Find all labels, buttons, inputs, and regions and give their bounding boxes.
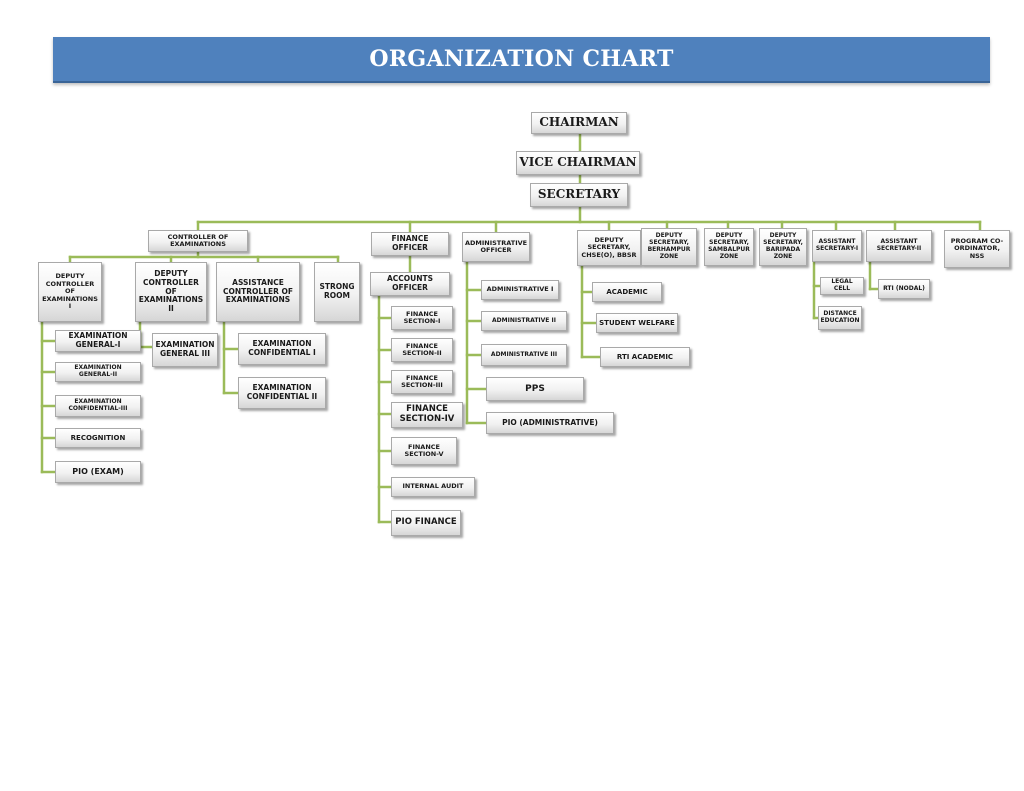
internal-audit-node: INTERNAL AUDIT [391,477,475,497]
title-banner: ORGANIZATION CHART [53,37,990,83]
examination-confidential-1-node: EXAMINATION CONFIDENTIAL I [238,333,326,365]
secretary-node: SECRETARY [530,183,628,207]
rti-nodal-node: RTI (NODAL) [878,279,930,299]
page-title: ORGANIZATION CHART [369,46,674,72]
recognition-node: RECOGNITION [55,428,141,448]
legal-cell-node: LEGAL CELL [820,277,864,295]
examination-general-1-node: EXAMINATION GENERAL-I [55,330,141,352]
deputy-secretary-berhampur-node: DEPUTY SECRETARY, BERHAMPUR ZONE [641,228,697,266]
finance-section-1-node: FINANCE SECTION-I [391,306,453,330]
administrative-3-node: ADMINISTRATIVE III [481,344,567,366]
pps-node: PPS [486,377,584,401]
vice-chairman-node: VICE CHAIRMAN [516,151,640,175]
examination-confidential-3-node: EXAMINATION CONFIDENTIAL-III [55,395,141,417]
accounts-officer-node: ACCOUNTS OFFICER [370,272,450,296]
deputy-secretary-baripada-node: DEPUTY SECRETARY, BARIPADA ZONE [759,228,807,266]
deputy-controller-2-node: DEPUTY CONTROLLER OF EXAMINATIONS II [135,262,207,322]
deputy-secretary-sambalpur-node: DEPUTY SECRETARY, SAMBALPUR ZONE [704,228,754,266]
controller-of-examinations-node: CONTROLLER OF EXAMINATIONS [148,230,248,252]
finance-section-5-node: FINANCE SECTION-V [391,437,457,465]
pio-administrative-node: PIO (ADMINISTRATIVE) [486,412,614,434]
examination-confidential-2-node: EXAMINATION CONFIDENTIAL II [238,377,326,409]
rti-academic-node: RTI ACADEMIC [600,347,690,367]
administrative-officer-node: ADMINISTRATIVE OFFICER [462,232,530,262]
distance-education-node: DISTANCE EDUCATION [818,306,862,330]
assistant-secretary-2-node: ASSISTANT SECRETARY-II [866,230,932,262]
assistance-controller-node: ASSISTANCE CONTROLLER OF EXAMINATIONS [216,262,300,322]
pio-finance-node: PIO FINANCE [391,510,461,536]
administrative-2-node: ADMINISTRATIVE II [481,311,567,331]
academic-node: ACADEMIC [592,282,662,302]
examination-general-2-node: EXAMINATION GENERAL-II [55,362,141,382]
finance-section-2-node: FINANCE SECTION-II [391,338,453,362]
deputy-controller-1-node: DEPUTY CONTROLLER OF EXAMINATIONS I [38,262,102,322]
student-welfare-node: STUDENT WELFARE [596,313,678,333]
deputy-secretary-chse-node: DEPUTY SECRETARY, CHSE(O), BBSR [577,230,641,266]
program-coordinator-nss-node: PROGRAM CO-ORDINATOR, NSS [944,230,1010,268]
finance-section-4-node: FINANCE SECTION-IV [391,402,463,428]
strong-room-node: STRONG ROOM [314,262,360,322]
finance-officer-node: FINANCE OFFICER [371,232,449,256]
examination-general-3-node: EXAMINATION GENERAL III [152,333,218,367]
chairman-node: CHAIRMAN [531,112,627,134]
pio-exam-node: PIO (EXAM) [55,461,141,483]
administrative-1-node: ADMINISTRATIVE I [481,280,559,300]
finance-section-3-node: FINANCE SECTION-III [391,370,453,394]
assistant-secretary-1-node: ASSISTANT SECRETARY-I [812,230,862,262]
